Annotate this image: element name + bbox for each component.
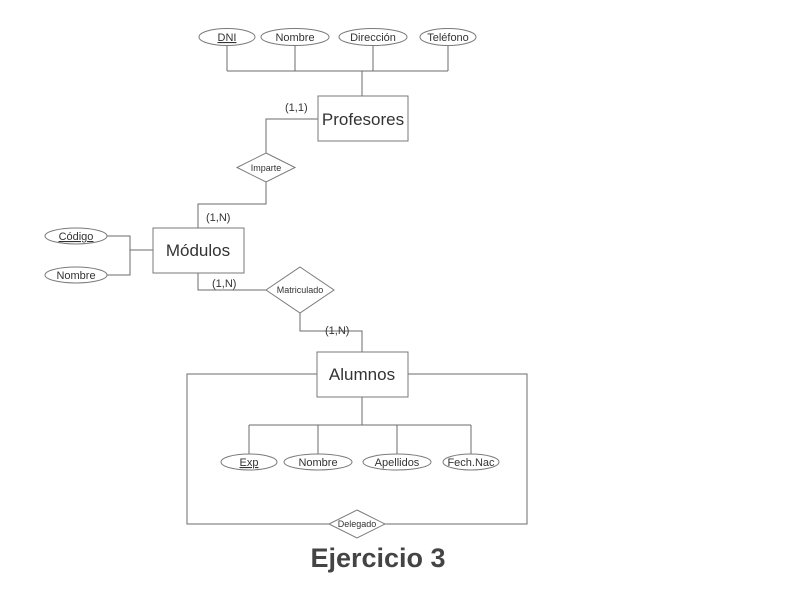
svg-text:Nombre: Nombre [56, 270, 95, 282]
svg-text:Delegado: Delegado [338, 519, 377, 529]
attribute-dni: DNI [198, 28, 256, 46]
connector-lines [107, 45, 528, 525]
attribute-exp: Exp [220, 453, 278, 471]
svg-text:Dirección: Dirección [350, 32, 396, 44]
svg-text:Alumnos: Alumnos [329, 365, 395, 384]
entity-modulos: Módulos [152, 227, 245, 274]
cardinality-alumnos-matriculado: (1,N) [325, 325, 349, 337]
svg-text:Teléfono: Teléfono [427, 32, 469, 44]
attribute-direccion: Dirección [338, 28, 408, 46]
svg-text:Fech.Nac: Fech.Nac [447, 457, 495, 469]
attribute-codigo: Código [44, 227, 108, 245]
cardinality-modulos-matriculado: (1,N) [212, 278, 236, 290]
svg-text:Código: Código [59, 231, 94, 243]
attribute-nombre-profesor: Nombre [260, 28, 330, 46]
attribute-nombre-modulo: Nombre [44, 266, 108, 284]
svg-text:Nombre: Nombre [298, 457, 337, 469]
svg-text:Exp: Exp [240, 457, 259, 469]
cardinality-profesores-imparte: (1,1) [285, 102, 308, 114]
relationship-imparte: Imparte [235, 152, 297, 183]
svg-text:Matriculado: Matriculado [277, 285, 324, 295]
svg-text:DNI: DNI [218, 32, 237, 44]
relationship-matriculado: Matriculado [265, 266, 335, 314]
attribute-nombre-alumno: Nombre [283, 453, 353, 471]
cardinality-modulos-imparte: (1,N) [206, 212, 230, 224]
svg-text:Módulos: Módulos [166, 241, 230, 260]
attribute-apellidos: Apellidos [362, 453, 432, 471]
entity-alumnos: Alumnos [316, 351, 409, 398]
svg-text:Apellidos: Apellidos [375, 457, 420, 469]
entity-profesores: Profesores [317, 95, 409, 142]
attribute-telefono: Teléfono [419, 28, 477, 46]
svg-text:Nombre: Nombre [275, 32, 314, 44]
svg-text:Profesores: Profesores [322, 110, 404, 129]
relationship-delegado: Delegado [327, 509, 387, 539]
diagram-title: Ejercicio 3 [310, 543, 445, 573]
attribute-fechnac: Fech.Nac [442, 453, 500, 471]
svg-text:Imparte: Imparte [251, 163, 282, 173]
